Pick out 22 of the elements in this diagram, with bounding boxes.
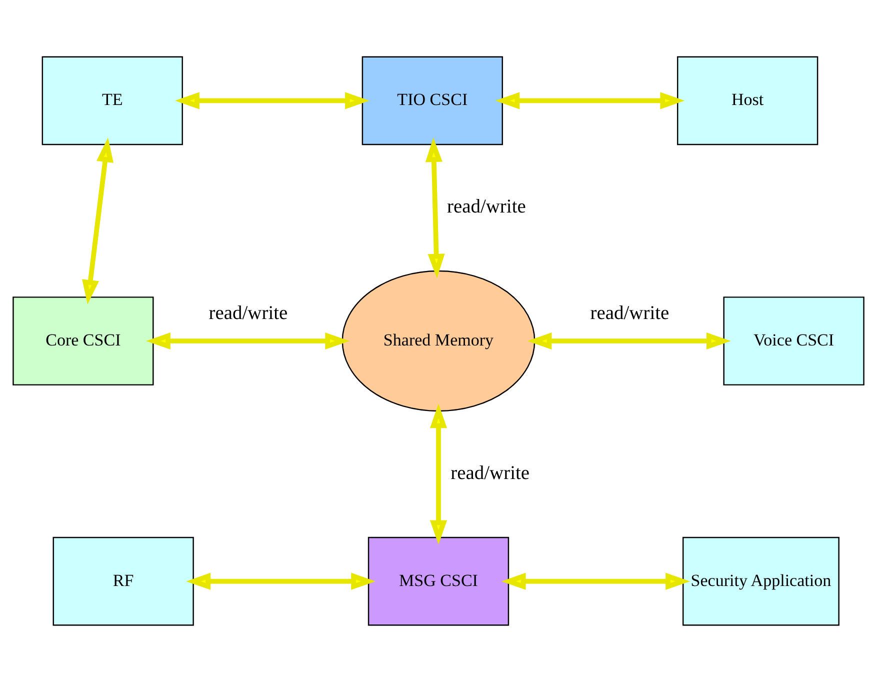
node-box: Core CSCI (12, 296, 154, 385)
node-box: Host (677, 56, 818, 145)
edge-label: read/write (590, 302, 670, 324)
arrow (527, 332, 731, 350)
arrow (430, 403, 448, 544)
node-box: Security Application (682, 536, 840, 626)
edge-label: read/write (208, 302, 288, 324)
node-box: RF (52, 536, 194, 626)
node-box: TIO CSCI (362, 56, 503, 145)
arrow (186, 572, 376, 590)
arrow (82, 137, 114, 304)
arrow (146, 332, 350, 350)
edge-label: read/write (447, 196, 526, 217)
node-box: MSG CSCI (368, 536, 510, 626)
arrow (495, 92, 685, 109)
node-box: TE (42, 56, 183, 145)
arrow (501, 572, 690, 590)
edge-label: read/write (450, 462, 530, 484)
node-ellipse: Shared Memory (342, 270, 536, 412)
node-box: Voice CSCI (723, 296, 864, 385)
arrow (425, 137, 445, 278)
arrow (175, 92, 370, 109)
